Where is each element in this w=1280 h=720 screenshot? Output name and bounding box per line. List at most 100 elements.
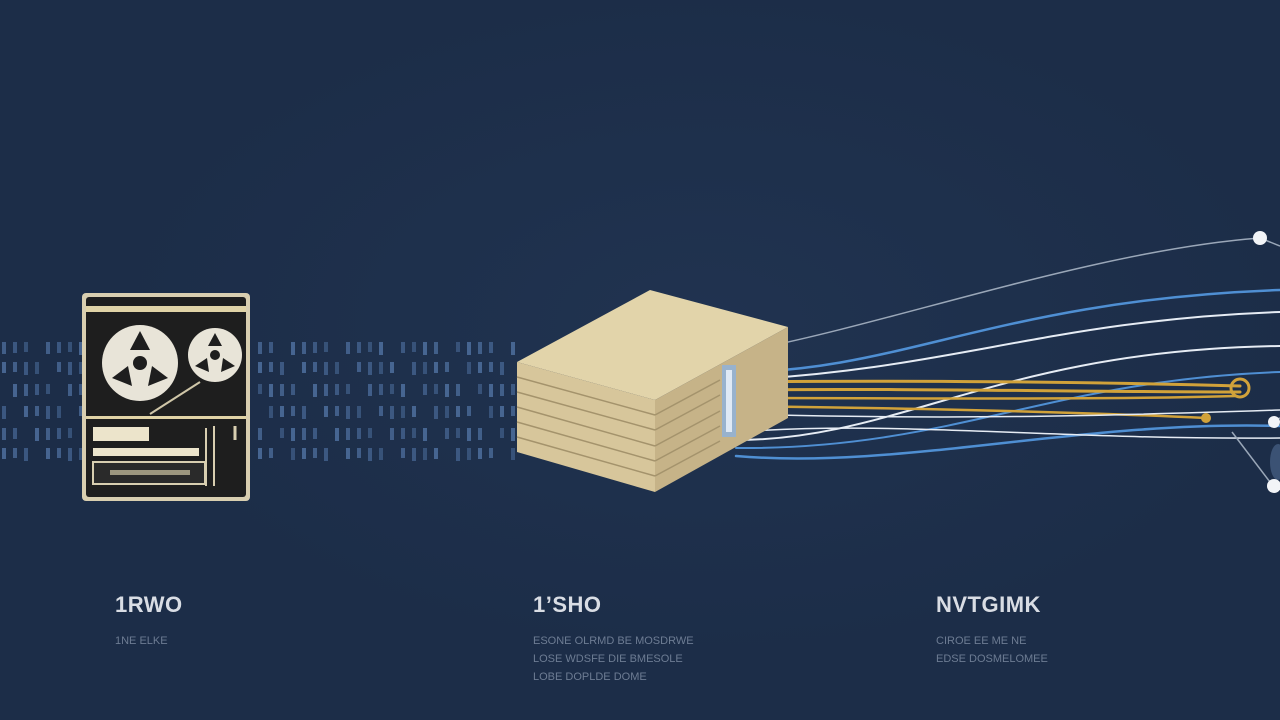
data-stream-bar xyxy=(368,428,372,438)
wire xyxy=(734,288,1280,374)
wire xyxy=(735,345,1280,441)
data-stream-bar xyxy=(401,342,405,353)
data-stream-bar xyxy=(489,406,493,418)
data-stream-bar xyxy=(280,428,284,438)
data-stream-bar xyxy=(57,448,61,458)
wire xyxy=(734,379,1242,388)
data-stream-bar xyxy=(269,406,273,418)
data-stream-bar xyxy=(489,362,493,372)
tape-reel-left xyxy=(102,325,178,401)
data-stream-bar xyxy=(291,384,295,395)
data-stream-bar xyxy=(79,448,83,460)
data-stream-bar xyxy=(68,342,72,352)
data-stream-bar xyxy=(313,362,317,372)
data-stream-bar xyxy=(357,428,361,439)
data-stream-bar xyxy=(302,362,306,373)
wire xyxy=(735,311,1280,381)
data-stream-bar xyxy=(357,406,361,418)
tape-reel-right xyxy=(188,328,242,382)
data-stream-bar xyxy=(423,384,427,395)
data-stream-bar xyxy=(2,342,6,354)
data-stream-bar xyxy=(368,384,372,396)
data-stream-bar xyxy=(291,448,295,460)
caption-line: LOSE WDSFE DIE BMESOLE xyxy=(533,653,683,665)
stage-3-title: NVTGIMK xyxy=(936,592,1041,617)
caption-line: ESONE OLRMD BE MOSDRWE xyxy=(533,635,694,647)
caption-line: LOBE DOPLDE DOME xyxy=(533,671,647,683)
data-stream-bar xyxy=(313,428,317,439)
data-stream-bar xyxy=(68,362,72,375)
data-stream-bar xyxy=(467,362,471,374)
data-stream-bar xyxy=(46,342,50,354)
data-stream-bar xyxy=(423,448,427,460)
data-stream-bar xyxy=(324,362,328,375)
wire xyxy=(735,409,1280,418)
data-stream-bar xyxy=(46,384,50,394)
network-node xyxy=(1201,413,1211,423)
data-stream-bar xyxy=(412,428,416,438)
data-stream-bar xyxy=(302,406,306,419)
data-stream-bar xyxy=(511,384,515,395)
data-stream-bar xyxy=(291,342,295,355)
data-stream-bar xyxy=(335,362,339,374)
data-stream-bar xyxy=(346,428,350,440)
data-stream-bar xyxy=(258,342,262,354)
data-stream-bar xyxy=(478,384,482,394)
data-stream-left xyxy=(2,342,83,461)
data-stream-bar xyxy=(302,448,306,459)
data-stream-bar xyxy=(423,428,427,441)
data-stream-bar xyxy=(478,428,482,440)
data-stream-bar xyxy=(456,384,460,396)
data-stream-bar xyxy=(335,406,339,416)
data-stream-bar xyxy=(346,448,350,459)
stage-2-caption: ESONE OLRMD BE MOSDRWE LOSE WDSFE DIE BM… xyxy=(533,632,694,686)
data-stream-bar xyxy=(434,342,438,354)
data-stream-bar xyxy=(500,406,504,417)
data-stream-bar xyxy=(401,406,405,418)
data-stream-bar xyxy=(390,362,394,373)
caption-line: CIROE EE ME NE xyxy=(936,635,1027,647)
data-stream-bar xyxy=(291,428,295,441)
data-stream-bar xyxy=(258,384,262,394)
data-stream-bar xyxy=(57,428,61,439)
wire xyxy=(759,237,1261,349)
data-stream-bar xyxy=(269,342,273,353)
wire xyxy=(734,404,1208,420)
data-stream-bar xyxy=(13,342,17,353)
data-stream-bar xyxy=(13,428,17,439)
data-stream-bar xyxy=(511,406,515,416)
data-stream-bar xyxy=(357,448,361,458)
data-stream-bar xyxy=(478,342,482,354)
network-node xyxy=(1229,377,1251,399)
data-stream-bar xyxy=(401,428,405,439)
data-stream-bar xyxy=(412,342,416,352)
data-stream-bar xyxy=(511,448,515,460)
data-stream-bar xyxy=(434,362,438,373)
data-stream-bar xyxy=(35,428,39,441)
data-stream-bar xyxy=(511,428,515,441)
data-stream-bar xyxy=(13,448,17,458)
data-stream-bar xyxy=(379,448,383,460)
wire xyxy=(735,427,1280,439)
data-stream-bar xyxy=(456,406,460,417)
data-stream-bar xyxy=(434,448,438,459)
data-stream-bar xyxy=(357,342,361,353)
data-stream-bar xyxy=(258,448,262,459)
data-stream-bar xyxy=(335,428,339,441)
data-stream-bar xyxy=(467,448,471,460)
data-stream-bar xyxy=(456,428,460,438)
data-stream-bar xyxy=(79,362,83,374)
data-stream-bar xyxy=(2,448,6,459)
data-stream-middle xyxy=(258,342,515,461)
data-stream-bar xyxy=(258,428,262,440)
wire xyxy=(735,371,1280,450)
data-stream-bar xyxy=(13,362,17,372)
data-stream-bar xyxy=(467,406,471,416)
wire xyxy=(734,387,1242,394)
data-stream-bar xyxy=(478,448,482,459)
data-stream-bar xyxy=(368,342,372,352)
caption-line: 1NE ELKE xyxy=(115,635,168,647)
data-stream-bar xyxy=(445,428,449,439)
data-stream-bar xyxy=(24,362,28,375)
